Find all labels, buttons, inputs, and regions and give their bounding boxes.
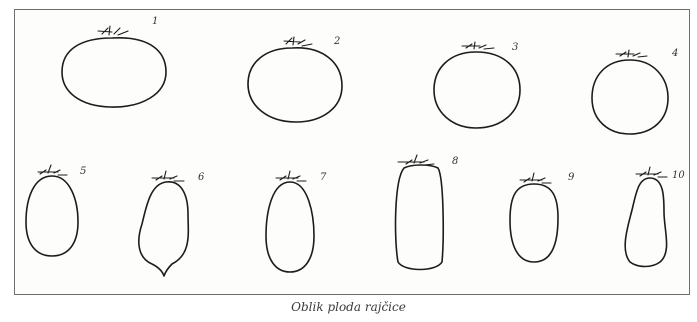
- shape-number-6: 6: [198, 172, 205, 183]
- shape-number-8: 8: [452, 156, 458, 167]
- shape-number-7: 7: [320, 172, 327, 183]
- tomato-shape-1: 1: [62, 16, 166, 107]
- shape-number-10: 10: [672, 170, 685, 181]
- shape-number-9: 9: [568, 172, 575, 183]
- shape-number-3: 3: [512, 42, 518, 53]
- tomato-shape-4: 4: [592, 48, 678, 134]
- shape-number-1: 1: [152, 16, 158, 27]
- shape-number-2: 2: [333, 36, 340, 47]
- tomato-shape-6: 6: [139, 171, 205, 276]
- tomato-shape-3: 3: [434, 42, 520, 128]
- tomato-shapes-drawing: 1 2 3 4 5 6: [0, 0, 697, 300]
- tomato-shape-2: 2: [248, 36, 342, 122]
- tomato-shape-8: 8: [396, 155, 459, 270]
- tomato-shape-5: 5: [26, 165, 86, 256]
- shape-number-4: 4: [671, 48, 678, 59]
- tomato-shape-9: 9: [510, 172, 575, 262]
- tomato-shape-10: 10: [625, 167, 685, 267]
- tomato-shape-7: 7: [266, 171, 327, 272]
- shape-number-5: 5: [80, 166, 86, 177]
- figure-caption: Oblik ploda rajčice: [0, 300, 697, 314]
